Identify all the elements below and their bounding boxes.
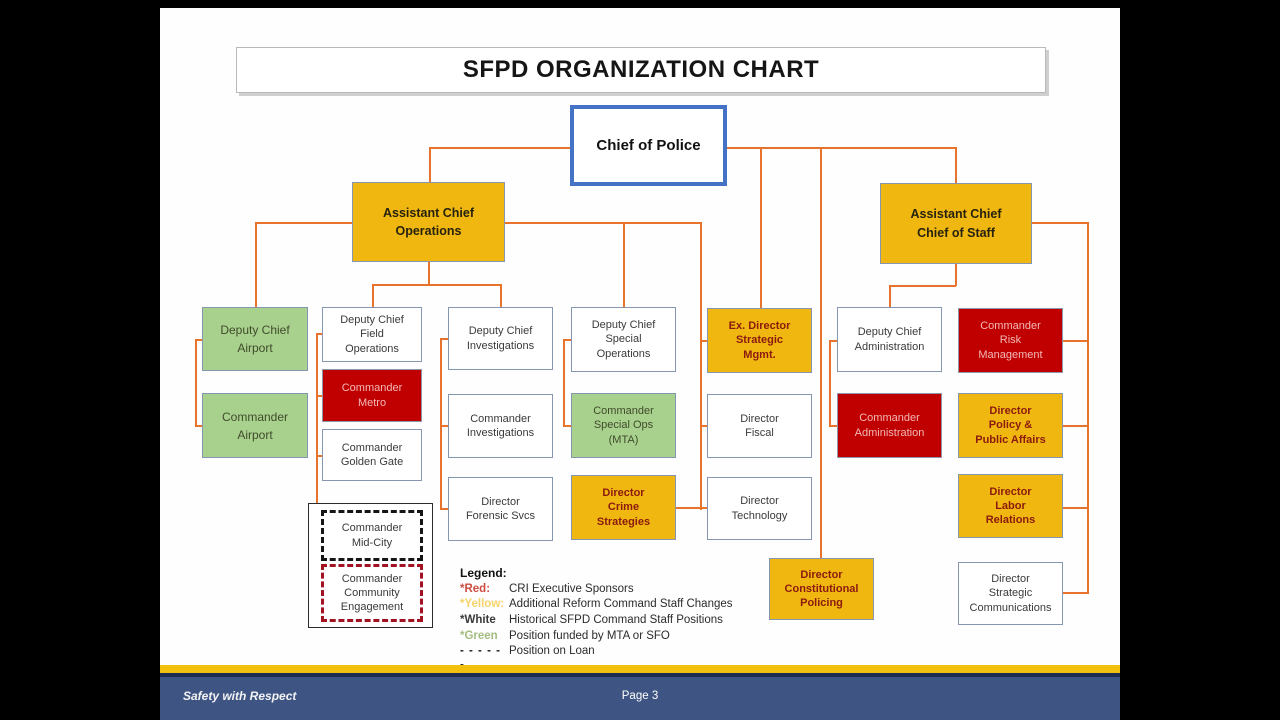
- connector-line: [829, 425, 838, 427]
- connector-line: [955, 264, 957, 286]
- legend-heading: Legend:: [460, 566, 507, 580]
- slide-title-box: SFPD ORGANIZATION CHART: [236, 47, 1046, 93]
- org-node-commander-community-engagement: Commander Community Engagement: [321, 564, 423, 622]
- connector-line: [372, 284, 374, 308]
- org-node-commander-metro: Commander Metro: [322, 369, 422, 422]
- connector-line: [440, 338, 442, 510]
- top-black-strip: [160, 0, 1120, 8]
- legend-item-green: *Green Position funded by MTA or SFO: [460, 630, 760, 643]
- connector-line: [829, 340, 831, 427]
- org-node-deputy-chief-special-operations: Deputy Chief Special Operations: [571, 307, 676, 372]
- legend: Legend: *Red: CRI Executive Sponsors *Ye…: [460, 566, 760, 672]
- connector-line: [1032, 222, 1088, 224]
- footer-yellow-bar: [160, 665, 1120, 673]
- connector-line: [829, 340, 838, 342]
- legend-desc-yellow: Additional Reform Command Staff Changes: [509, 598, 733, 611]
- connector-line: [428, 262, 430, 286]
- connector-line: [316, 333, 323, 335]
- connector-line: [760, 147, 762, 308]
- legend-key-yellow: *Yellow:: [460, 598, 505, 611]
- connector-line: [372, 284, 500, 286]
- connector-line: [316, 333, 318, 599]
- org-node-commander-mid-city: Commander Mid-City: [321, 510, 423, 561]
- connector-line: [195, 425, 203, 427]
- legend-item-white: *White Historical SFPD Command Staff Pos…: [460, 614, 760, 627]
- legend-item-loan: - - - - - - Position on Loan: [460, 645, 760, 671]
- org-node-assistant-chief-operations: Assistant Chief Operations: [352, 182, 505, 262]
- connector-line: [1063, 340, 1087, 342]
- legend-key-white: *White: [460, 613, 496, 626]
- org-node-commander-golden-gate: Commander Golden Gate: [322, 429, 422, 481]
- slide-title: SFPD ORGANIZATION CHART: [462, 56, 820, 83]
- org-node-director-forensic-svcs: Director Forensic Svcs: [448, 477, 553, 541]
- connector-line: [500, 284, 502, 308]
- connector-line: [700, 340, 708, 342]
- connector-line: [955, 147, 957, 184]
- org-node-director-crime-strategies: Director Crime Strategies: [571, 475, 676, 540]
- connector-line: [429, 147, 431, 182]
- org-node-commander-investigations: Commander Investigations: [448, 394, 553, 458]
- connector-line: [820, 147, 822, 558]
- connector-line: [505, 222, 701, 224]
- org-node-director-policy-public-affairs: Director Policy & Public Affairs: [958, 393, 1063, 458]
- org-node-chief-of-police: Chief of Police: [570, 105, 727, 186]
- org-node-director-technology: Director Technology: [707, 477, 812, 540]
- connector-line: [623, 222, 625, 307]
- connector-line: [440, 508, 449, 510]
- connector-line: [195, 339, 197, 427]
- connector-line: [195, 339, 203, 341]
- connector-line: [255, 222, 257, 307]
- org-node-commander-special-ops-mta: Commander Special Ops (MTA): [571, 393, 676, 458]
- connector-line: [700, 222, 702, 510]
- connector-line: [563, 339, 565, 427]
- org-node-assistant-chief-chief-of-staff: Assistant Chief Chief of Staff: [880, 183, 1032, 264]
- footer-divider: [160, 673, 1120, 677]
- org-node-commander-airport: Commander Airport: [202, 393, 308, 458]
- org-node-commander-administration: Commander Administration: [837, 393, 942, 458]
- org-node-director-labor-relations: Director Labor Relations: [958, 474, 1063, 538]
- connector-line: [1063, 425, 1087, 427]
- org-node-ex-director-strategic-mgmt: Ex. Director Strategic Mgmt.: [707, 308, 812, 373]
- connector-line: [255, 222, 352, 224]
- connector-line: [316, 395, 323, 397]
- connector-line: [316, 455, 323, 457]
- org-node-commander-risk-management: Commander Risk Management: [958, 308, 1063, 373]
- connector-line: [563, 339, 572, 341]
- org-node-deputy-chief-airport: Deputy Chief Airport: [202, 307, 308, 371]
- connector-line: [889, 285, 891, 308]
- legend-item-red: *Red: CRI Executive Sponsors: [460, 583, 760, 596]
- legend-desc-white: Historical SFPD Command Staff Positions: [509, 613, 723, 626]
- connector-line: [700, 425, 708, 427]
- connector-line: [429, 147, 570, 149]
- connector-line: [1063, 507, 1087, 509]
- connector-line: [1063, 592, 1087, 594]
- connector-line: [727, 147, 956, 149]
- org-node-deputy-chief-administration: Deputy Chief Administration: [837, 307, 942, 372]
- org-node-deputy-chief-investigations: Deputy Chief Investigations: [448, 307, 553, 370]
- connector-line: [440, 425, 449, 427]
- legend-key-red: *Red:: [460, 582, 491, 595]
- legend-item-yellow: *Yellow: Additional Reform Command Staff…: [460, 598, 760, 611]
- legend-desc-loan: Position on Loan: [509, 645, 595, 658]
- footer-tagline: Safety with Respect: [183, 689, 297, 703]
- org-node-director-strategic-communications: Director Strategic Communications: [958, 562, 1063, 625]
- footer-page-number: Page 3: [621, 690, 659, 702]
- legend-key-green: *Green: [460, 629, 498, 642]
- legend-desc-red: CRI Executive Sponsors: [509, 582, 634, 595]
- org-node-deputy-chief-field-operations: Deputy Chief Field Operations: [322, 307, 422, 362]
- footer-navy-bar: [160, 677, 1120, 720]
- legend-key-dashed-line: - - - - - -: [460, 645, 501, 670]
- connector-line: [889, 285, 956, 287]
- connector-line: [563, 425, 572, 427]
- org-node-director-constitutional-policing: Director Constitutional Policing: [769, 558, 874, 620]
- connector-line: [1087, 222, 1089, 594]
- legend-desc-green: Position funded by MTA or SFO: [509, 629, 670, 642]
- org-node-director-fiscal: Director Fiscal: [707, 394, 812, 458]
- connector-line: [440, 338, 449, 340]
- connector-line: [676, 507, 707, 509]
